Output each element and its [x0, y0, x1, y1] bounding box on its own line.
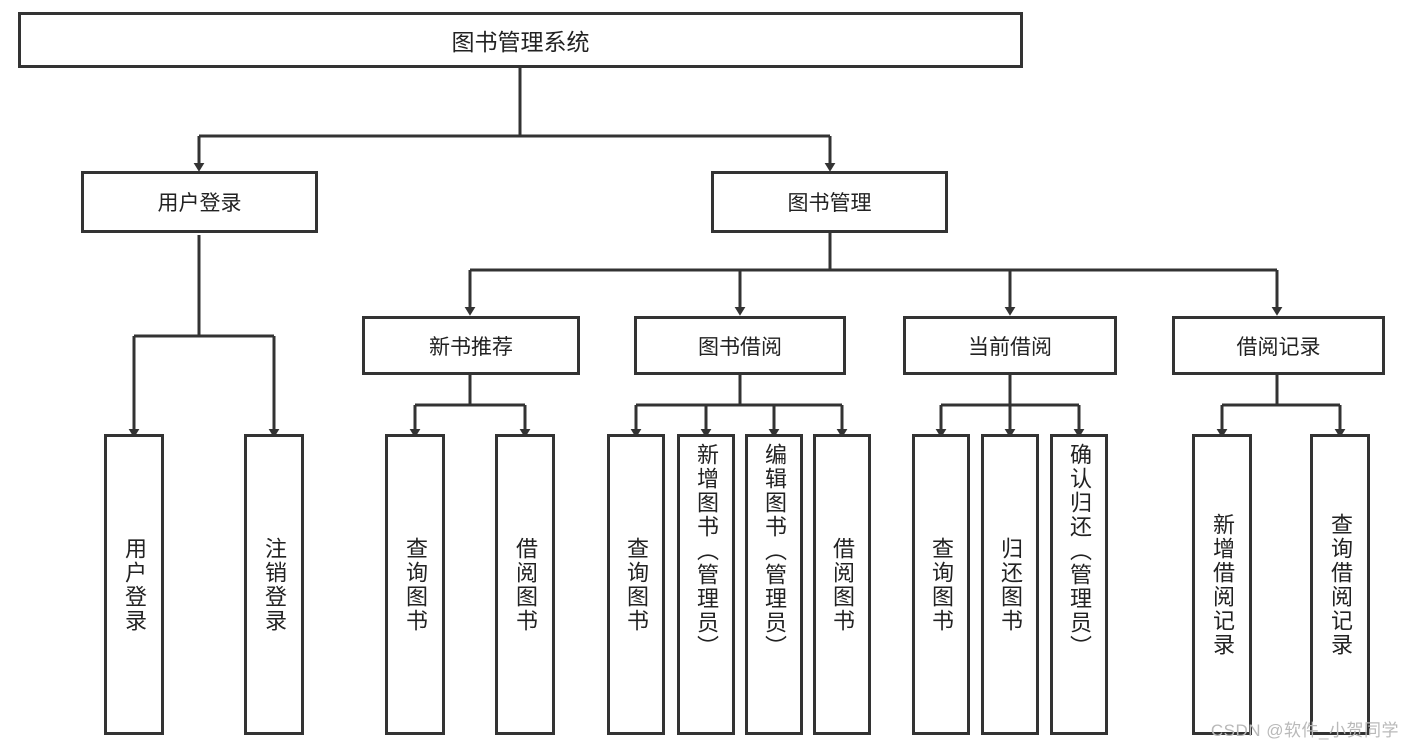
node-book-management[interactable]: 图书管理 — [711, 171, 948, 233]
node-new-book-recommend[interactable]: 新书推荐 — [362, 316, 580, 375]
leaf-label: 查询图书 — [928, 536, 954, 633]
node-user-login[interactable]: 用户登录 — [81, 171, 318, 233]
leaf-current-borrow-confirm-return-admin[interactable]: 确认归还（管理员） — [1050, 434, 1108, 735]
node-borrow-record[interactable]: 借阅记录 — [1172, 316, 1385, 375]
node-root[interactable]: 图书管理系统 — [18, 12, 1023, 68]
node-current-borrow[interactable]: 当前借阅 — [903, 316, 1117, 375]
leaf-label: 确认归还（管理员） — [1066, 443, 1092, 659]
leaf-user-login-logout[interactable]: 注销登录 — [244, 434, 304, 735]
watermark: CSDN @软件_小贺同学 — [1210, 721, 1399, 740]
node-root-label: 图书管理系统 — [451, 29, 590, 55]
leaf-user-login-login[interactable]: 用户登录 — [104, 434, 164, 735]
leaf-label: 新增图书（管理员） — [693, 443, 719, 659]
node-book-borrow[interactable]: 图书借阅 — [634, 316, 846, 375]
leaf-new-book-borrow-book[interactable]: 借阅图书 — [495, 434, 555, 735]
leaf-label: 查询借阅记录 — [1327, 512, 1353, 657]
leaf-borrow-record-add-record[interactable]: 新增借阅记录 — [1192, 434, 1252, 735]
leaf-label: 查询图书 — [402, 536, 428, 633]
leaf-book-borrow-edit-book-admin[interactable]: 编辑图书（管理员） — [745, 434, 803, 735]
leaf-book-borrow-add-book-admin[interactable]: 新增图书（管理员） — [677, 434, 735, 735]
node-current-borrow-label: 当前借阅 — [968, 335, 1052, 359]
leaf-label: 编辑图书（管理员） — [761, 443, 787, 659]
leaf-new-book-query-book[interactable]: 查询图书 — [385, 434, 445, 735]
node-user-login-label: 用户登录 — [157, 192, 242, 215]
leaf-book-borrow-query-book[interactable]: 查询图书 — [607, 434, 665, 735]
node-book-borrow-label: 图书借阅 — [698, 335, 782, 359]
leaf-label: 用户登录 — [121, 536, 147, 633]
node-borrow-record-label: 借阅记录 — [1236, 335, 1321, 359]
leaf-label: 借阅图书 — [512, 536, 538, 633]
leaf-label: 新增借阅记录 — [1209, 512, 1235, 657]
leaf-label: 注销登录 — [261, 536, 287, 633]
node-book-management-label: 图书管理 — [787, 192, 872, 215]
leaf-borrow-record-query-record[interactable]: 查询借阅记录 — [1310, 434, 1370, 735]
leaf-current-borrow-query-book[interactable]: 查询图书 — [912, 434, 970, 735]
leaf-label: 借阅图书 — [829, 536, 855, 633]
node-new-book-recommend-label: 新书推荐 — [429, 335, 513, 359]
leaf-book-borrow-borrow-book[interactable]: 借阅图书 — [813, 434, 871, 735]
leaf-current-borrow-return-book[interactable]: 归还图书 — [981, 434, 1039, 735]
leaf-label: 查询图书 — [623, 536, 649, 633]
leaf-label: 归还图书 — [997, 536, 1023, 633]
